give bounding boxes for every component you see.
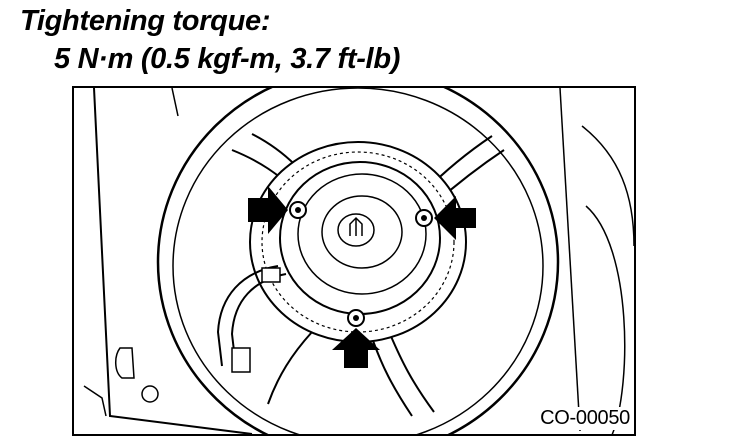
fan-ring-inner bbox=[172, 87, 544, 436]
figure-frame bbox=[72, 86, 636, 436]
bolt-left-icon bbox=[289, 201, 307, 219]
fan-motor-illustration bbox=[72, 86, 636, 436]
torque-spec: 5 N·m (0.5 kgf-m, 3.7 ft-lb) bbox=[54, 43, 401, 75]
stay-lower-right-b bbox=[389, 333, 435, 413]
adjacent-fan-arc-top bbox=[581, 125, 635, 247]
motor-housing bbox=[297, 173, 427, 295]
arrow-right-icon bbox=[248, 186, 288, 234]
shroud-boss bbox=[141, 385, 159, 403]
connector bbox=[231, 347, 251, 373]
shroud-tab bbox=[115, 347, 135, 379]
bolt-bottom-icon bbox=[347, 309, 365, 327]
shroud-edge bbox=[93, 87, 253, 435]
figure-code: CO-00050 bbox=[538, 407, 632, 430]
fan-ring-outer bbox=[156, 86, 560, 436]
stay-lower bbox=[267, 331, 313, 405]
motor-shaft-ring bbox=[337, 213, 375, 247]
motor-cap bbox=[321, 195, 403, 269]
wire-clip bbox=[261, 267, 281, 283]
motor-body bbox=[279, 161, 441, 315]
adjacent-fan-arc bbox=[585, 205, 626, 436]
title-label: Tightening torque: bbox=[20, 5, 271, 37]
shroud-corner bbox=[83, 385, 107, 417]
bolt-right-icon bbox=[415, 209, 433, 227]
arrow-left-icon bbox=[434, 196, 476, 240]
shroud-right-line bbox=[559, 87, 581, 432]
fan-motor-drawing bbox=[72, 86, 636, 436]
shroud-line bbox=[171, 87, 179, 117]
arrow-up-icon bbox=[332, 328, 380, 368]
